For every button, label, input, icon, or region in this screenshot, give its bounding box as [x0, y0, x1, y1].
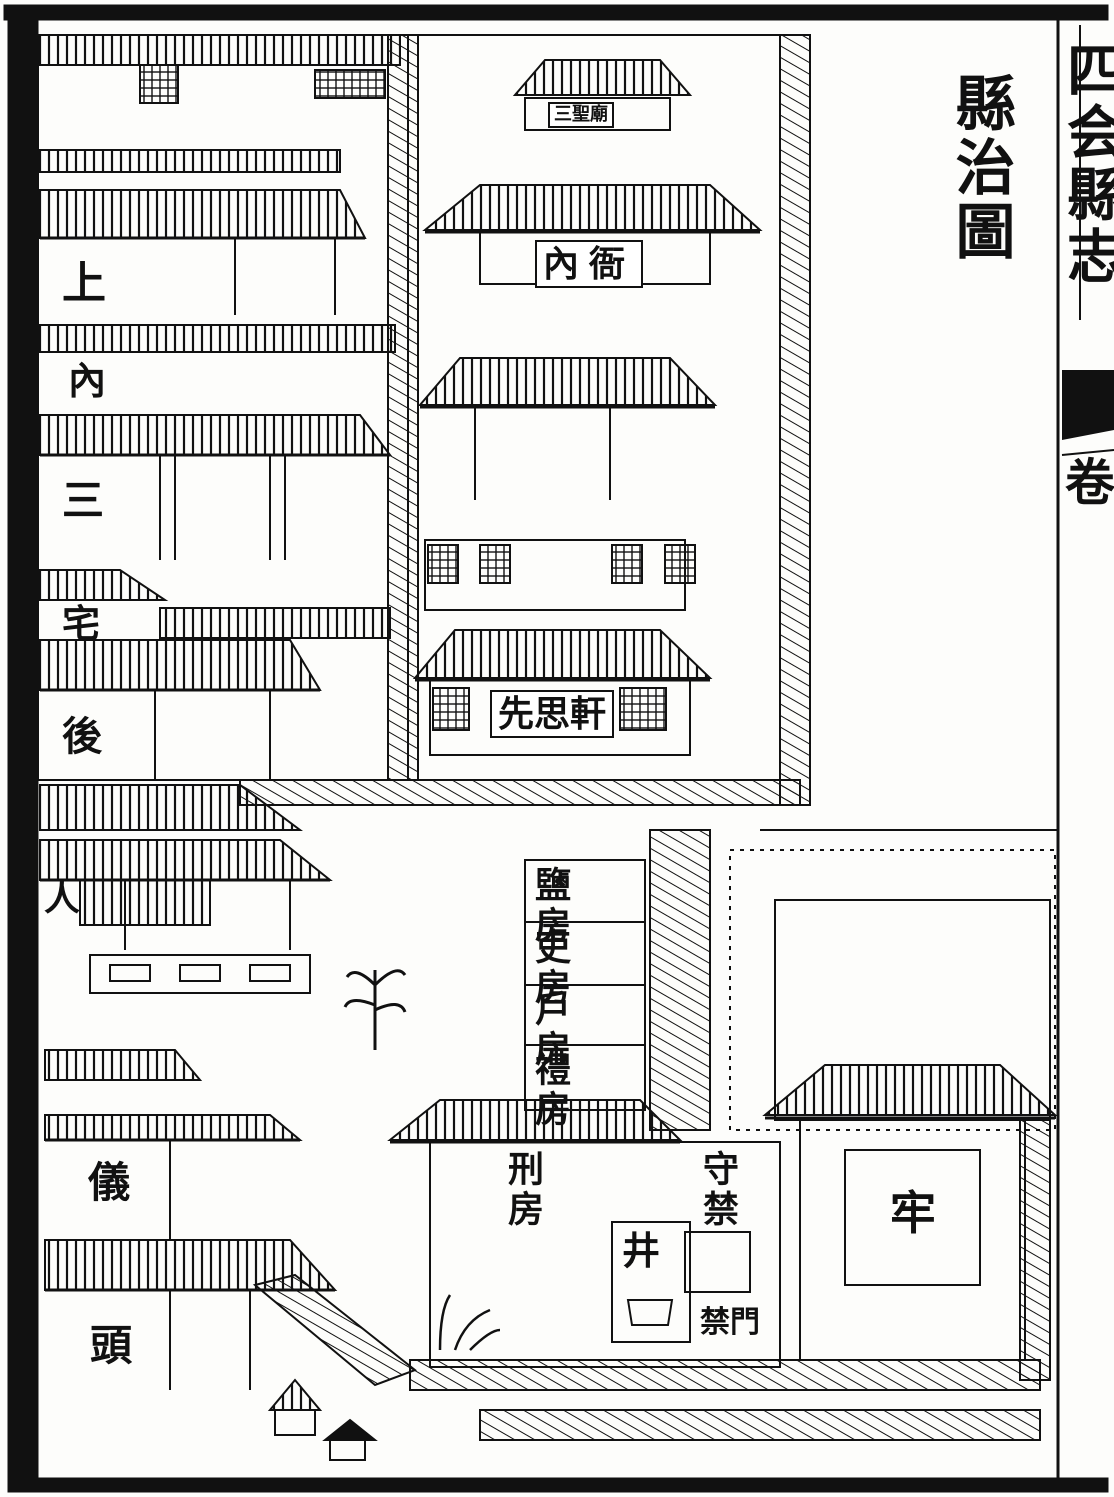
- label-ru: 人: [44, 877, 81, 919]
- side-margin-text: 四会縣志: [1057, 40, 1114, 288]
- side-margin-juan: 卷: [1065, 453, 1114, 512]
- label-li-fang: 吏房: [529, 928, 571, 1008]
- label-lao: 牢: [890, 1186, 936, 1240]
- label-xian-si-xuan: 先思軒: [490, 690, 615, 738]
- label-jing: 井: [622, 1228, 661, 1273]
- label-hou: 後: [62, 713, 102, 760]
- bottom-small-structures: [267, 1378, 378, 1461]
- ceremonial-gate-buildings: [39, 784, 338, 1390]
- left-residential-compound: [37, 34, 409, 781]
- label-li-fang-rites: 禮房: [529, 1050, 571, 1130]
- label-jin-men: 禁門: [700, 1305, 760, 1340]
- label-san: 三: [62, 476, 105, 525]
- label-hu-fang: 戶房: [529, 990, 571, 1070]
- label-xing-fang: 刑房: [502, 1150, 544, 1230]
- label-shang: 上: [62, 258, 106, 309]
- map-title: 縣治圖: [945, 72, 1015, 264]
- page-frame: [3, 4, 1109, 1493]
- label-tou: 頭: [90, 1321, 133, 1370]
- side-margin-tab: [1061, 370, 1114, 456]
- inner-yamen-compound: [412, 34, 781, 781]
- label-shou-jin: 守禁: [697, 1150, 739, 1230]
- prison-compound: [729, 829, 1058, 1361]
- plantain-plant: [438, 1294, 501, 1351]
- label-yan-fang: 鹽房: [529, 866, 571, 946]
- label-zhai: 宅: [62, 601, 101, 646]
- label-nei-ya: 內衙: [535, 240, 644, 288]
- bamboo-tree: [343, 969, 407, 1050]
- label-san-sheng-miao: 三聖廟: [548, 102, 614, 128]
- label-nei: 內: [68, 358, 107, 403]
- six-boards-offices: [387, 859, 781, 1368]
- label-yi: 儀: [88, 1158, 131, 1207]
- well: [611, 1221, 751, 1343]
